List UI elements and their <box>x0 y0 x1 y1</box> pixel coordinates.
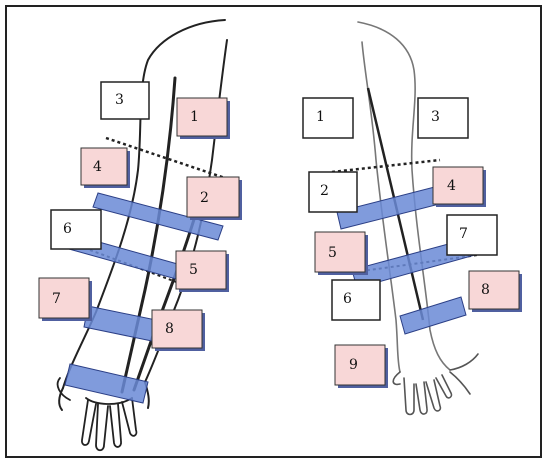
left-box-4 <box>80 147 128 186</box>
left-box-5 <box>175 250 227 290</box>
right-hand <box>392 353 479 416</box>
right-box-2 <box>308 171 358 213</box>
right-box-6 <box>331 279 381 321</box>
right-box-7 <box>446 214 498 256</box>
left-box-6 <box>50 209 102 250</box>
right-box-7-label: 7 <box>459 226 468 242</box>
right-band-3 <box>399 296 467 335</box>
right-box-1-label: 1 <box>316 109 325 125</box>
left-box-7 <box>38 277 90 319</box>
right-box-5-label: 5 <box>328 245 337 261</box>
right-box-9-label: 9 <box>349 357 358 373</box>
left-box-8-label: 8 <box>165 321 174 337</box>
left-box-5-label: 5 <box>189 262 198 278</box>
right-arm-boxes: 1 3 2 4 5 7 6 8 9 <box>302 97 522 388</box>
right-box-9 <box>334 344 386 386</box>
left-box-2-label: 2 <box>200 190 209 206</box>
left-box-6-label: 6 <box>63 221 72 237</box>
right-box-5 <box>314 231 366 273</box>
left-dotted-line <box>105 136 226 180</box>
left-box-1-label: 1 <box>190 109 199 125</box>
right-box-3-label: 3 <box>431 109 440 125</box>
right-dotted-line <box>331 158 441 174</box>
left-box-4-label: 4 <box>93 159 102 175</box>
right-box-8 <box>468 270 520 310</box>
left-box-3-label: 3 <box>115 92 124 108</box>
left-band-1 <box>92 192 224 241</box>
right-box-4 <box>432 166 484 205</box>
right-box-3 <box>417 97 469 139</box>
left-box-3 <box>100 81 150 120</box>
left-band-4 <box>64 363 149 404</box>
left-box-8 <box>151 309 203 349</box>
right-box-6-label: 6 <box>343 291 352 307</box>
right-box-8-label: 8 <box>481 282 490 298</box>
left-band-3 <box>83 305 157 342</box>
left-box-7-label: 7 <box>52 291 61 307</box>
right-box-2-label: 2 <box>320 183 329 199</box>
left-box-1 <box>176 97 228 137</box>
right-box-4-label: 4 <box>447 178 456 194</box>
right-box-1 <box>302 97 354 139</box>
left-box-2 <box>186 176 240 218</box>
left-arm-boxes: 3 1 4 2 6 5 7 8 <box>38 81 242 351</box>
left-hand <box>56 377 138 452</box>
